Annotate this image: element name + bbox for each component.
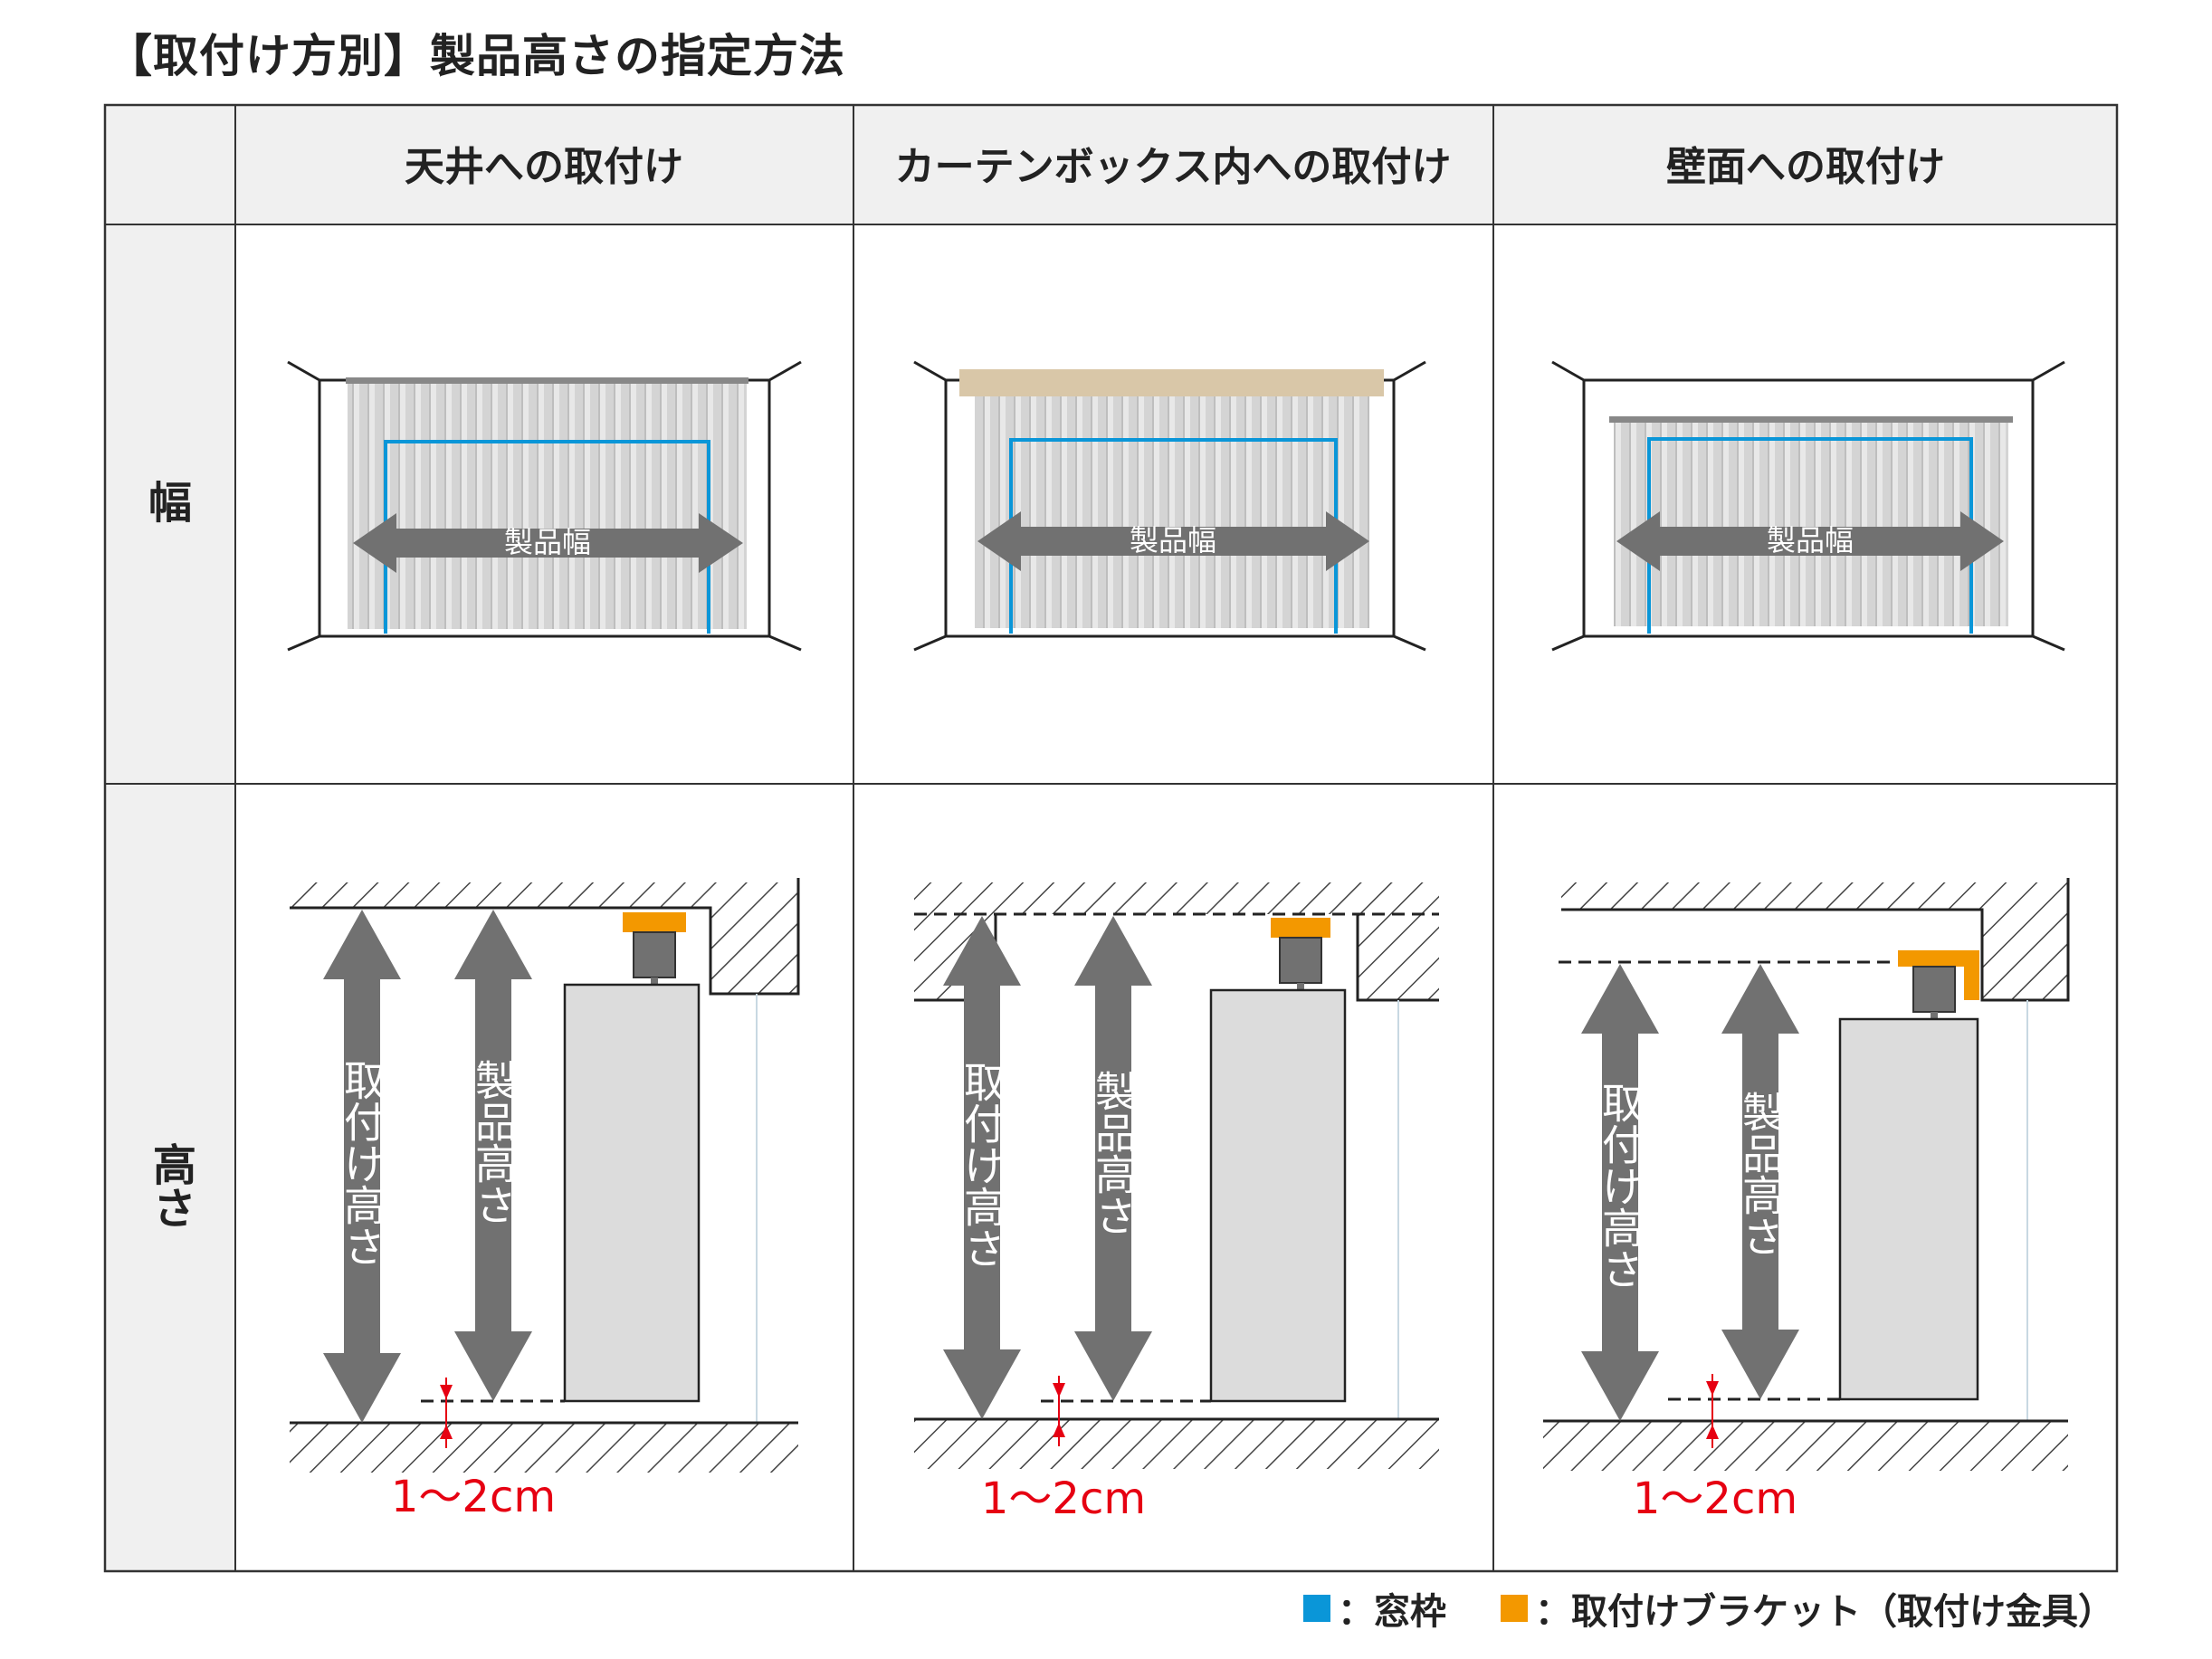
column-header-ceiling: 天井への取付け xyxy=(405,144,683,190)
column-header-wall: 壁面への取付け xyxy=(1666,144,1945,190)
legend-label: ：取付けブラケット（取付け金具） xyxy=(1535,1591,2114,1633)
mount-height-label: 取付け高さ xyxy=(338,1059,386,1267)
product-height-label: 製品高さ xyxy=(469,1059,518,1225)
width-diagram-ceiling: 製品幅 xyxy=(287,360,802,652)
height-diagram-wall: 取付け高さ 製品高さ 1〜2cm xyxy=(1543,878,2070,1524)
gap-label: 1〜2cm xyxy=(1633,1473,1797,1524)
row-header-width: 幅 xyxy=(148,478,192,529)
height-diagram-curtain-box: 取付け高さ 製品高さ 1〜2cm xyxy=(914,882,1439,1524)
gap-label: 1〜2cm xyxy=(981,1473,1146,1524)
column-header-curtain-box: カーテンボックス内への取付け xyxy=(895,144,1452,190)
table-grid xyxy=(103,103,2119,1573)
row-header-height: 高さ xyxy=(145,1142,195,1229)
bracket-swatch-icon xyxy=(1501,1595,1528,1622)
product-width-label: 製品幅 xyxy=(1130,523,1216,558)
legend-item-window-frame: ：窓枠 xyxy=(1303,1582,1446,1635)
product-width-label: 製品幅 xyxy=(1767,523,1854,558)
gap-label: 1〜2cm xyxy=(391,1472,556,1522)
window-frame-swatch-icon xyxy=(1303,1595,1330,1622)
legend: ：窓枠 ：取付けブラケット（取付け金具） xyxy=(1249,1586,2114,1633)
page-title: 【取付け方別】製品高さの指定方法 xyxy=(107,30,845,82)
product-height-label: 製品高さ xyxy=(1089,1070,1138,1236)
width-diagram-curtain-box: 製品幅 xyxy=(913,360,1426,652)
legend-label: ：窓枠 xyxy=(1338,1591,1446,1633)
legend-item-bracket: ：取付けブラケット（取付け金具） xyxy=(1501,1582,2114,1635)
width-diagram-wall: 製品幅 xyxy=(1551,360,2065,652)
product-width-label: 製品幅 xyxy=(504,525,591,559)
mount-height-label: 取付け高さ xyxy=(1596,1082,1645,1290)
height-diagram-ceiling: 取付け高さ 製品高さ 1〜2cm xyxy=(290,878,800,1522)
product-height-label: 製品高さ xyxy=(1736,1091,1785,1257)
mount-height-label: 取付け高さ xyxy=(958,1061,1006,1269)
